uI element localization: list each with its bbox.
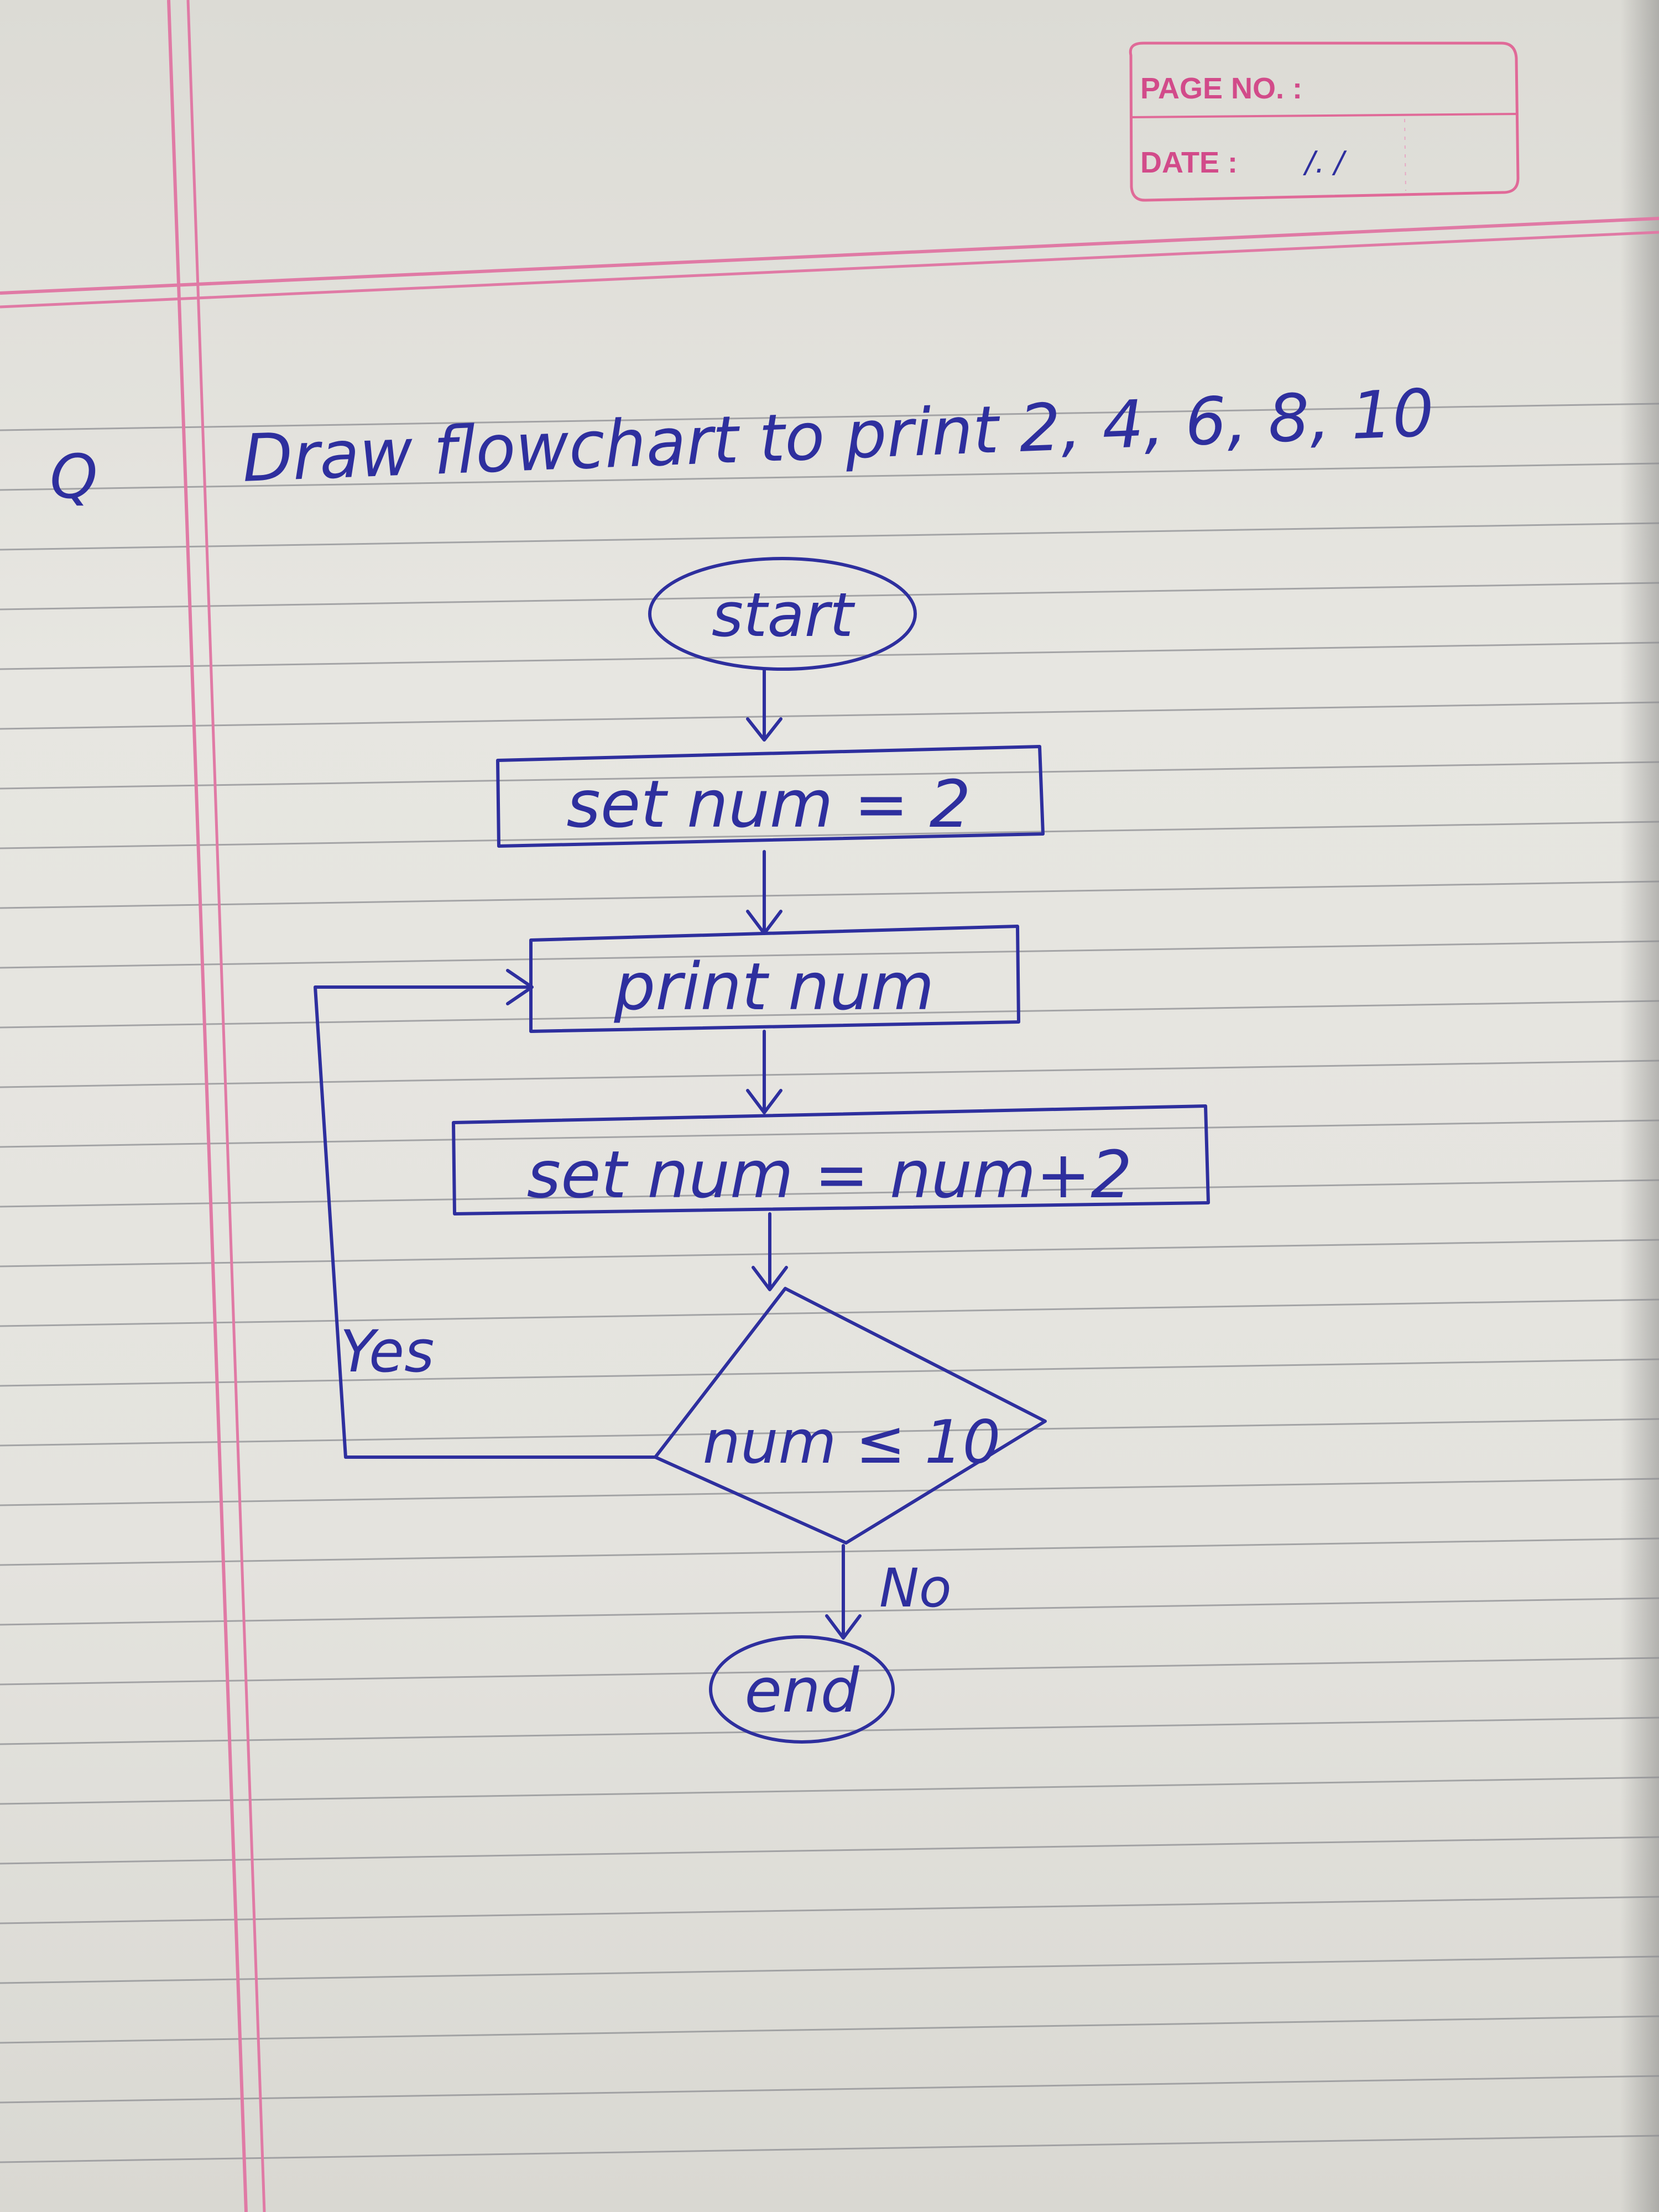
- question-heading: Q Draw flowchart to print 2, 4, 6, 8, 10: [50, 374, 1436, 512]
- end-label: end: [744, 1655, 859, 1726]
- ruled-line: [0, 462, 1659, 491]
- start-label: start: [712, 580, 855, 650]
- ruled-line: [0, 1776, 1659, 1805]
- ruled-line: [0, 1418, 1659, 1447]
- yes-label: Yes: [340, 1318, 434, 1385]
- ruled-line: [0, 582, 1659, 611]
- no-label: No: [879, 1557, 952, 1619]
- no-arrow: No: [825, 1544, 952, 1640]
- date-value: /. /: [1303, 145, 1348, 180]
- arrow-print-to-increment: [746, 1030, 782, 1114]
- ruled-line: [0, 1717, 1659, 1745]
- date-label: DATE :: [1140, 146, 1238, 179]
- ruled-line: [0, 880, 1659, 909]
- ruled-line: [0, 1060, 1659, 1088]
- page-edge-shadow: [1620, 0, 1659, 2212]
- decision-diamond: num ≤ 10: [654, 1287, 1047, 1545]
- ruled-line: [0, 1597, 1659, 1626]
- init-process-box: set num = 2: [496, 745, 1045, 848]
- ruled-line: [0, 940, 1659, 969]
- ruled-line: [0, 2135, 1659, 2163]
- ruled-line: [0, 2015, 1659, 2044]
- condition-label: num ≤ 10: [703, 1408, 1001, 1477]
- ruled-line: [0, 1537, 1659, 1566]
- ruled-line: [0, 1358, 1659, 1387]
- init-label: set num = 2: [566, 766, 971, 842]
- ruled-line: [0, 1836, 1659, 1865]
- ruled-line: [0, 2075, 1659, 2104]
- print-label: print num: [613, 948, 934, 1025]
- question-text: Draw flowchart to print 2, 4, 6, 8, 10: [241, 374, 1436, 497]
- ruled-line: [0, 701, 1659, 730]
- ruled-line: [0, 522, 1659, 551]
- arrow-increment-to-decision: [752, 1212, 788, 1291]
- arrow-start-to-init: [746, 667, 782, 742]
- ruled-line: [0, 1478, 1659, 1506]
- ruled-line: [0, 403, 1659, 431]
- ruled-lines: [0, 403, 1659, 2163]
- ruled-line: [0, 821, 1659, 849]
- margin-line: [167, 0, 266, 2212]
- ruled-line: [0, 1896, 1659, 1924]
- increment-label: set num = num+2: [527, 1136, 1133, 1213]
- ruled-line: [0, 1000, 1659, 1029]
- ruled-line: [0, 1179, 1659, 1208]
- start-terminal: start: [648, 557, 917, 671]
- ruled-line: [0, 1239, 1659, 1267]
- ruled-line: [0, 1657, 1659, 1686]
- end-terminal: end: [709, 1635, 895, 1744]
- flowchart: start set num = 2 print num: [314, 557, 1210, 1744]
- page-header-box: PAGE NO. : DATE : /. /: [1129, 41, 1520, 202]
- yes-loop-arrow: Yes: [314, 969, 657, 1459]
- ruled-line: [0, 1119, 1659, 1148]
- header-rule: [0, 217, 1659, 309]
- ruled-line: [0, 1955, 1659, 1984]
- ruled-line: [0, 761, 1659, 790]
- page-no-label: PAGE NO. :: [1140, 72, 1302, 105]
- increment-process-box: set num = num+2: [452, 1104, 1210, 1215]
- question-marker: Q: [50, 441, 98, 512]
- arrow-init-to-print: [746, 850, 782, 935]
- ruled-line: [0, 641, 1659, 670]
- print-process-box: print num: [529, 925, 1020, 1033]
